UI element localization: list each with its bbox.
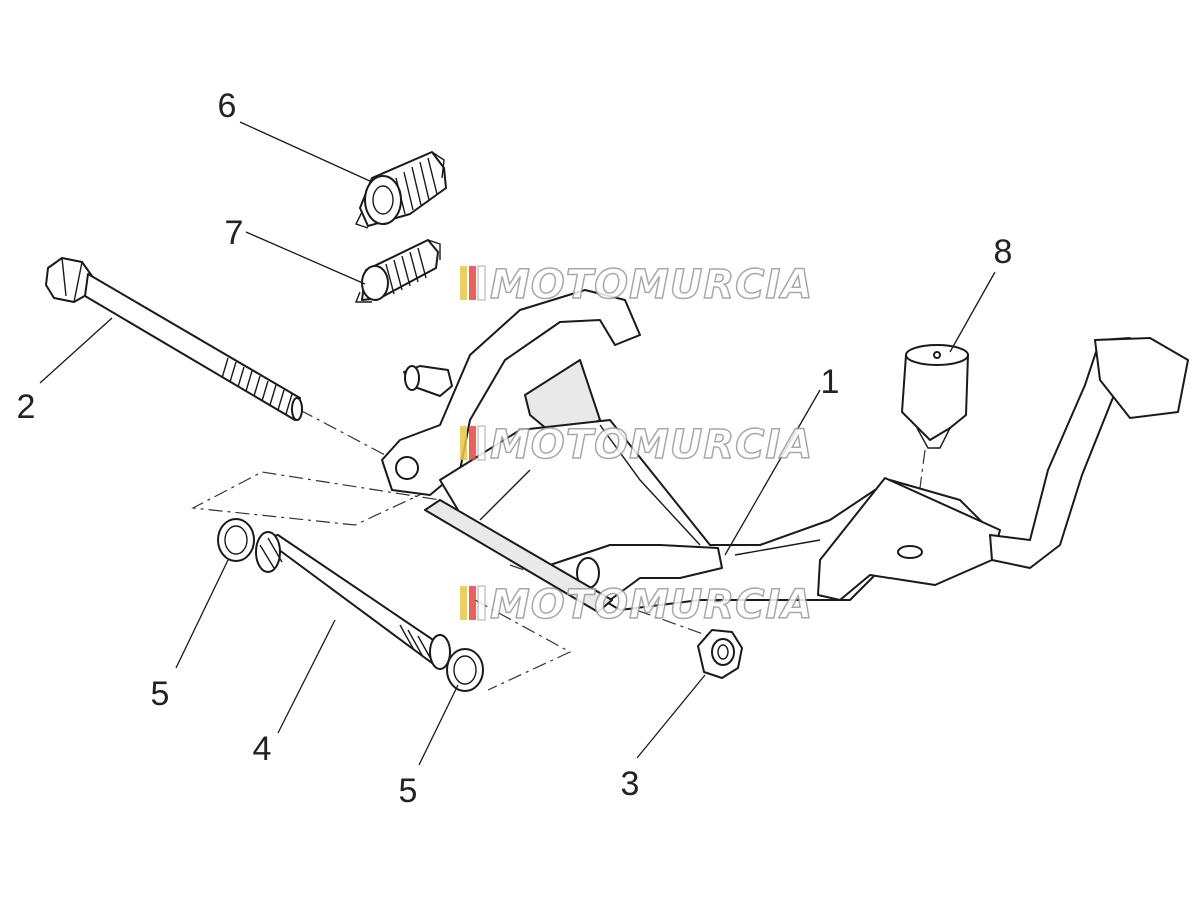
callout-label-washer-left: 5 — [151, 675, 170, 713]
watermark-bottom: MOTOMURCIA — [460, 581, 813, 629]
callout-label-spring-large: 6 — [218, 87, 237, 125]
bushing-part — [255, 531, 451, 670]
watermark-top: MOTOMURCIA — [460, 261, 813, 309]
small-spring-part — [354, 239, 441, 303]
watermark-stripe-white — [477, 265, 486, 301]
watermark-stripe-yellow — [460, 426, 467, 460]
callout-label-main-stand: 1 — [821, 363, 840, 401]
washer-left-part — [217, 518, 255, 562]
washer-right-part — [446, 648, 484, 692]
main-stand-part — [381, 289, 1189, 613]
watermark-text: MOTOMURCIA — [490, 582, 813, 628]
callout-label-rubber-stop: 8 — [994, 233, 1013, 271]
leader-lines — [39, 121, 996, 766]
callout-label-spring-small: 7 — [225, 214, 244, 252]
large-spring-part — [355, 151, 447, 229]
callout-label-bushing: 4 — [253, 730, 272, 768]
rubber-stop-part — [901, 344, 969, 449]
watermark-text: MOTOMURCIA — [490, 262, 813, 308]
callout-label-nut: 3 — [621, 765, 640, 803]
watermark-stripe-red — [469, 426, 476, 460]
watermark-middle: MOTOMURCIA — [460, 421, 813, 469]
watermark-stripe-white — [477, 585, 486, 621]
watermark-stripe-yellow — [460, 266, 467, 300]
callout-label-washer-right: 5 — [399, 772, 418, 810]
bolt-part — [45, 257, 303, 421]
watermark-text: MOTOMURCIA — [490, 422, 813, 468]
watermark-stripe-red — [469, 586, 476, 620]
watermark-stripe-white — [477, 425, 486, 461]
nut-part — [697, 629, 743, 679]
watermark-stripe-yellow — [460, 586, 467, 620]
callout-label-bolt: 2 — [17, 388, 36, 426]
watermark-stripe-red — [469, 266, 476, 300]
callout-labels: 1 2 3 4 5 5 6 7 8 — [17, 87, 1013, 810]
bolt-thread — [221, 357, 293, 415]
